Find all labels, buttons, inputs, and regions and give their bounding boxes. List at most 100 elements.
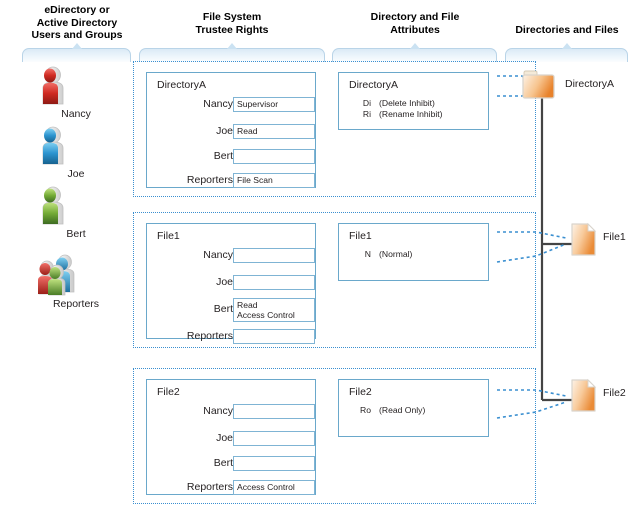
- panel-title: File1: [349, 230, 372, 242]
- group-region-file2: [133, 368, 536, 504]
- column-header-rights-line1: File System: [202, 11, 262, 23]
- user-label: Joe: [67, 168, 85, 180]
- user-entry-bert[interactable]: Bert: [31, 186, 121, 240]
- trustee-name-label: Reporters: [186, 174, 233, 186]
- bracket-objects: [505, 43, 628, 62]
- attribute-code: Di: [362, 98, 371, 108]
- column-header-users-line1: eDirectory or: [44, 4, 110, 16]
- column-header-objects-line1: Directories and Files: [515, 24, 619, 36]
- object-label: DirectoryA: [565, 78, 615, 90]
- trustee-row: Bert: [147, 149, 317, 164]
- bracket-users: [22, 43, 131, 62]
- user-entry-reporters[interactable]: Reporters: [31, 252, 121, 310]
- trustee-row: Bert: [147, 456, 317, 471]
- object-node-file2[interactable]: File2: [570, 378, 626, 413]
- trustee-name-label: Joe: [216, 125, 233, 137]
- single-person-icon: [42, 186, 64, 225]
- single-person-icon: [42, 66, 64, 105]
- trustee-row: Reporters Access Control: [147, 480, 317, 495]
- bracket-notch-icon: [227, 43, 237, 49]
- column-header-attributes-line1: Directory and File: [370, 11, 460, 23]
- column-header-users-line2: Active Directory: [36, 16, 118, 29]
- column-header-attributes: Directory and File Attributes: [332, 11, 498, 36]
- trustee-panel-directorya: DirectoryA Nancy Supervisor Joe Read Ber…: [146, 72, 316, 188]
- rights-field[interactable]: File Scan: [233, 173, 315, 188]
- object-label: File2: [603, 387, 626, 399]
- user-label: Reporters: [52, 298, 100, 310]
- rights-field[interactable]: [233, 404, 315, 419]
- user-label: Nancy: [61, 108, 91, 120]
- attribute-description: (Read Only): [379, 405, 426, 415]
- trustee-panel-file1: File1 Nancy Joe Bert Read Access Control…: [146, 223, 317, 344]
- column-header-rights: File System Trustee Rights: [139, 11, 325, 36]
- trustee-name-label: Bert: [213, 457, 233, 469]
- trustee-row: Nancy: [147, 404, 317, 419]
- group-region-directorya: [133, 61, 536, 197]
- user-label: Bert: [66, 228, 86, 240]
- trustee-name-label: Joe: [216, 432, 233, 444]
- panel-title: File1: [157, 230, 180, 242]
- panel-title: File2: [349, 386, 372, 398]
- trustee-name-label: Nancy: [203, 249, 233, 261]
- trustee-name-label: Reporters: [186, 481, 233, 493]
- rights-field[interactable]: [233, 149, 315, 164]
- trustee-row: Nancy Supervisor: [147, 97, 317, 112]
- rights-field[interactable]: Read Access Control: [233, 298, 315, 322]
- trustee-panel-file2: File2 Nancy Joe Bert Reporters Access Co…: [146, 379, 316, 495]
- bracket-notch-icon: [71, 43, 82, 49]
- rights-field[interactable]: Read: [233, 124, 315, 139]
- attribute-panel-file1: File1 N (Normal): [338, 223, 489, 281]
- column-header-rights-line2: Trustee Rights: [195, 23, 269, 36]
- attribute-description: (Rename Inhibit): [379, 109, 443, 119]
- bracket-notch-icon: [409, 43, 420, 49]
- rights-field[interactable]: [233, 248, 315, 263]
- rights-field[interactable]: [233, 431, 315, 446]
- attribute-panel-directorya: DirectoryA Di (Delete Inhibit) Ri (Renam…: [338, 72, 489, 130]
- rights-field[interactable]: Access Control: [233, 480, 315, 495]
- user-entry-joe[interactable]: Joe: [31, 126, 121, 180]
- trustee-row: Nancy: [147, 248, 317, 263]
- trustee-row: Bert Read Access Control: [147, 298, 317, 322]
- bracket-notch-icon: [561, 43, 572, 49]
- object-node-directorya[interactable]: DirectoryA: [521, 70, 614, 100]
- rights-field[interactable]: [233, 456, 315, 471]
- file-icon: [571, 378, 597, 412]
- attribute-code: Ri: [362, 109, 371, 119]
- trustee-name-label: Bert: [213, 303, 233, 315]
- panel-title: DirectoryA: [157, 79, 207, 91]
- trustee-name-label: Nancy: [203, 98, 233, 110]
- trustee-row: Reporters: [147, 329, 317, 344]
- object-label: File1: [603, 231, 626, 243]
- folder-icon: [522, 70, 555, 99]
- attribute-panel-file2: File2 Ro (Read Only): [338, 379, 489, 437]
- trustee-name-label: Nancy: [203, 405, 233, 417]
- column-header-users: eDirectory or Active Directory Users and…: [14, 4, 140, 42]
- trustee-row: Reporters File Scan: [147, 173, 317, 188]
- group-of-people-icon: [38, 254, 75, 296]
- trustee-name-label: Reporters: [186, 330, 233, 342]
- attribute-description: (Delete Inhibit): [379, 98, 435, 108]
- attribute-code: Ro: [360, 405, 371, 415]
- rights-field[interactable]: [233, 329, 315, 344]
- trustee-name-label: Bert: [213, 150, 233, 162]
- trustee-row: Joe: [147, 275, 317, 290]
- bracket-rights: [139, 43, 325, 62]
- trustee-name-label: Joe: [216, 276, 233, 288]
- trustee-row: Joe Read: [147, 124, 317, 139]
- file-icon: [571, 222, 597, 256]
- bracket-attributes: [332, 43, 497, 62]
- single-person-icon: [42, 126, 64, 165]
- trustee-row: Joe: [147, 431, 317, 446]
- attribute-code: N: [364, 249, 371, 259]
- attribute-description: (Normal): [379, 249, 413, 259]
- user-entry-nancy[interactable]: Nancy: [31, 66, 121, 120]
- column-header-objects: Directories and Files: [505, 24, 629, 37]
- rights-field[interactable]: [233, 275, 315, 290]
- group-region-file1: [133, 212, 536, 348]
- panel-title: DirectoryA: [349, 79, 399, 91]
- column-header-users-line3: Users and Groups: [31, 29, 123, 41]
- object-node-file1[interactable]: File1: [570, 222, 626, 257]
- rights-field[interactable]: Supervisor: [233, 97, 315, 112]
- panel-title: File2: [157, 386, 180, 398]
